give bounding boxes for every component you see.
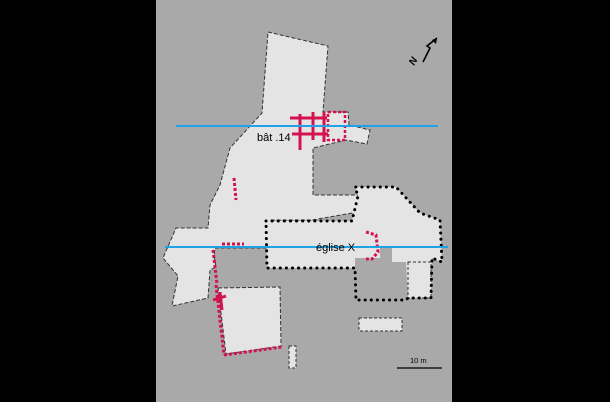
excavation-zone-small-2 (358, 317, 403, 332)
church-x-label: église X (316, 242, 356, 254)
church-outline (264, 185, 444, 302)
wall-remains (211, 177, 380, 357)
excavation-zone-east (407, 261, 432, 299)
scale-bar-label: 10 m (410, 356, 427, 365)
wall-junction (212, 291, 227, 311)
excavation-zone-south (217, 286, 282, 355)
church-interior (266, 187, 442, 298)
building-14-label: bât .14 (257, 132, 291, 144)
excavation-zone-small-1 (288, 345, 297, 369)
